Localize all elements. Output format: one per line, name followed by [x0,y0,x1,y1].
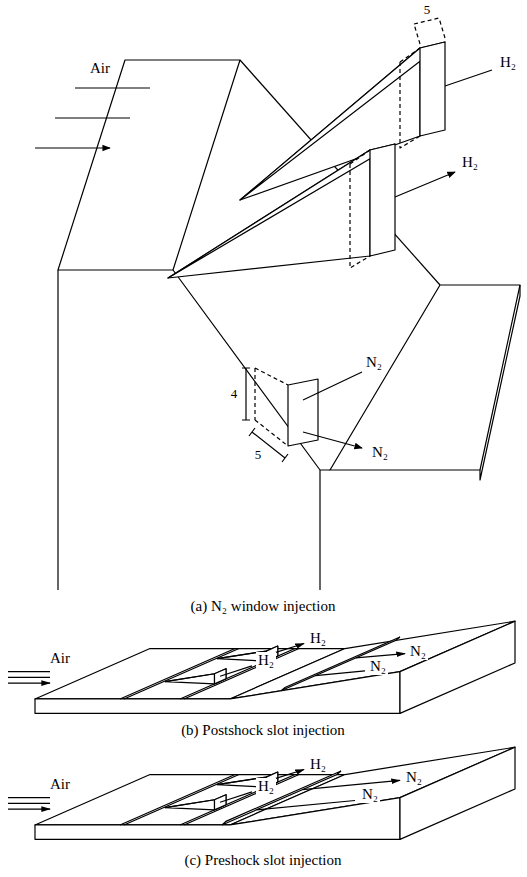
subfigure-caption: (b) Postshock slot injection [179,722,347,739]
gas-label: H₂ [308,756,328,773]
gas-label: N₂ [408,643,428,660]
subfigure-caption: (a) N₂ window injection [189,598,338,615]
dimension-line [414,18,445,44]
air-arrow [35,88,150,148]
gas-label: N₂ [404,769,424,786]
gas-label: H₂ [498,54,518,71]
n2-window [288,379,318,446]
strut [350,150,370,268]
window-injection-figure [35,18,520,590]
subfigure-caption: (c) Preshock slot injection [182,852,343,869]
gas-label: N₂ [364,354,384,371]
n2-arrow [316,654,406,676]
postshock-figure [8,621,515,713]
window-duct [255,368,288,446]
downstream-plate [330,285,520,470]
n2-slot [281,637,400,691]
h2-arrow [395,70,492,197]
preshock-figure [8,747,515,839]
flow-label: Air [48,650,72,667]
gas-label: H₂ [308,630,328,647]
strut [420,42,445,136]
dimension-line [249,428,288,462]
strut [168,144,395,278]
dimension-line [242,368,250,420]
dimension-label: 5 [253,448,264,462]
flow-label: Air [48,776,72,793]
gas-label: H₂ [460,154,480,171]
preshock-figure [8,747,515,839]
strut [370,144,395,256]
upstream-plate [58,60,240,270]
wall-edge [57,270,58,590]
flow-label: Air [88,60,112,77]
gas-label: N₂ [360,786,380,803]
plate-edge [480,285,520,480]
postshock-figure [8,621,515,713]
gas-label: N₂ [368,658,388,675]
gas-label: N₂ [370,444,390,461]
dimension-label: 5 [422,3,433,17]
n2-slot [222,771,341,825]
strut [168,144,395,278]
strut [400,48,420,148]
n2-arrow [257,780,401,810]
dimension-label: 4 [229,387,240,401]
gas-label: H₂ [256,652,276,669]
floor-edge [173,270,330,590]
n2-arrow [303,372,362,448]
gas-label: H₂ [256,778,276,795]
